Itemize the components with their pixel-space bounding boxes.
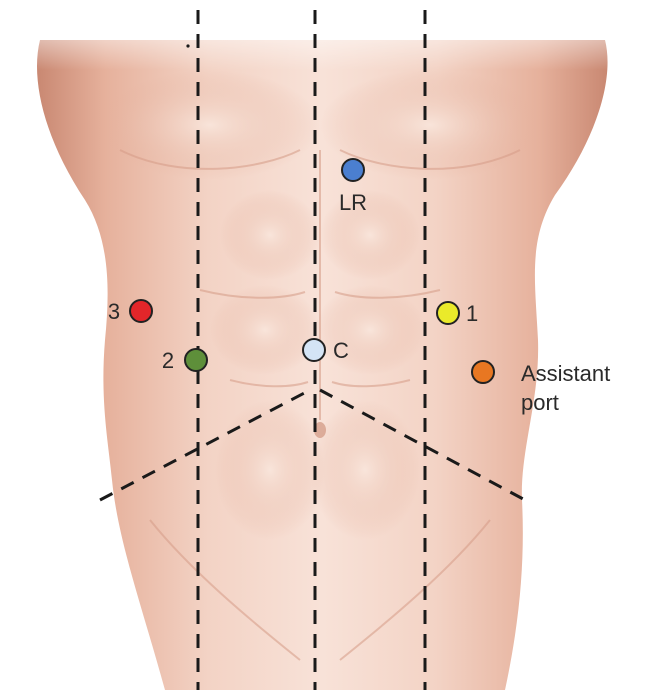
port-1-marker (437, 302, 459, 324)
abs-upper-left (220, 190, 320, 280)
top-fade (0, 0, 646, 70)
stray-dot (186, 44, 189, 47)
assistant-port-marker (472, 361, 494, 383)
assistant-port-label-line1: Assistant (521, 361, 610, 386)
port-2-marker (185, 349, 207, 371)
abs-lower-left (215, 400, 325, 540)
port-lr-marker (342, 159, 364, 181)
port-c-marker (303, 339, 325, 361)
port-3-marker (130, 300, 152, 322)
port-1-label: 1 (466, 301, 478, 326)
left-pectoral (100, 70, 320, 180)
port-c-label: C (333, 338, 349, 363)
port-lr-label: LR (339, 190, 367, 215)
assistant-port-label-line2: port (521, 390, 559, 415)
port-3-label: 3 (108, 299, 120, 324)
port-2-label: 2 (162, 348, 174, 373)
abs-lower-right (310, 400, 420, 540)
abs-upper-right (320, 190, 420, 280)
